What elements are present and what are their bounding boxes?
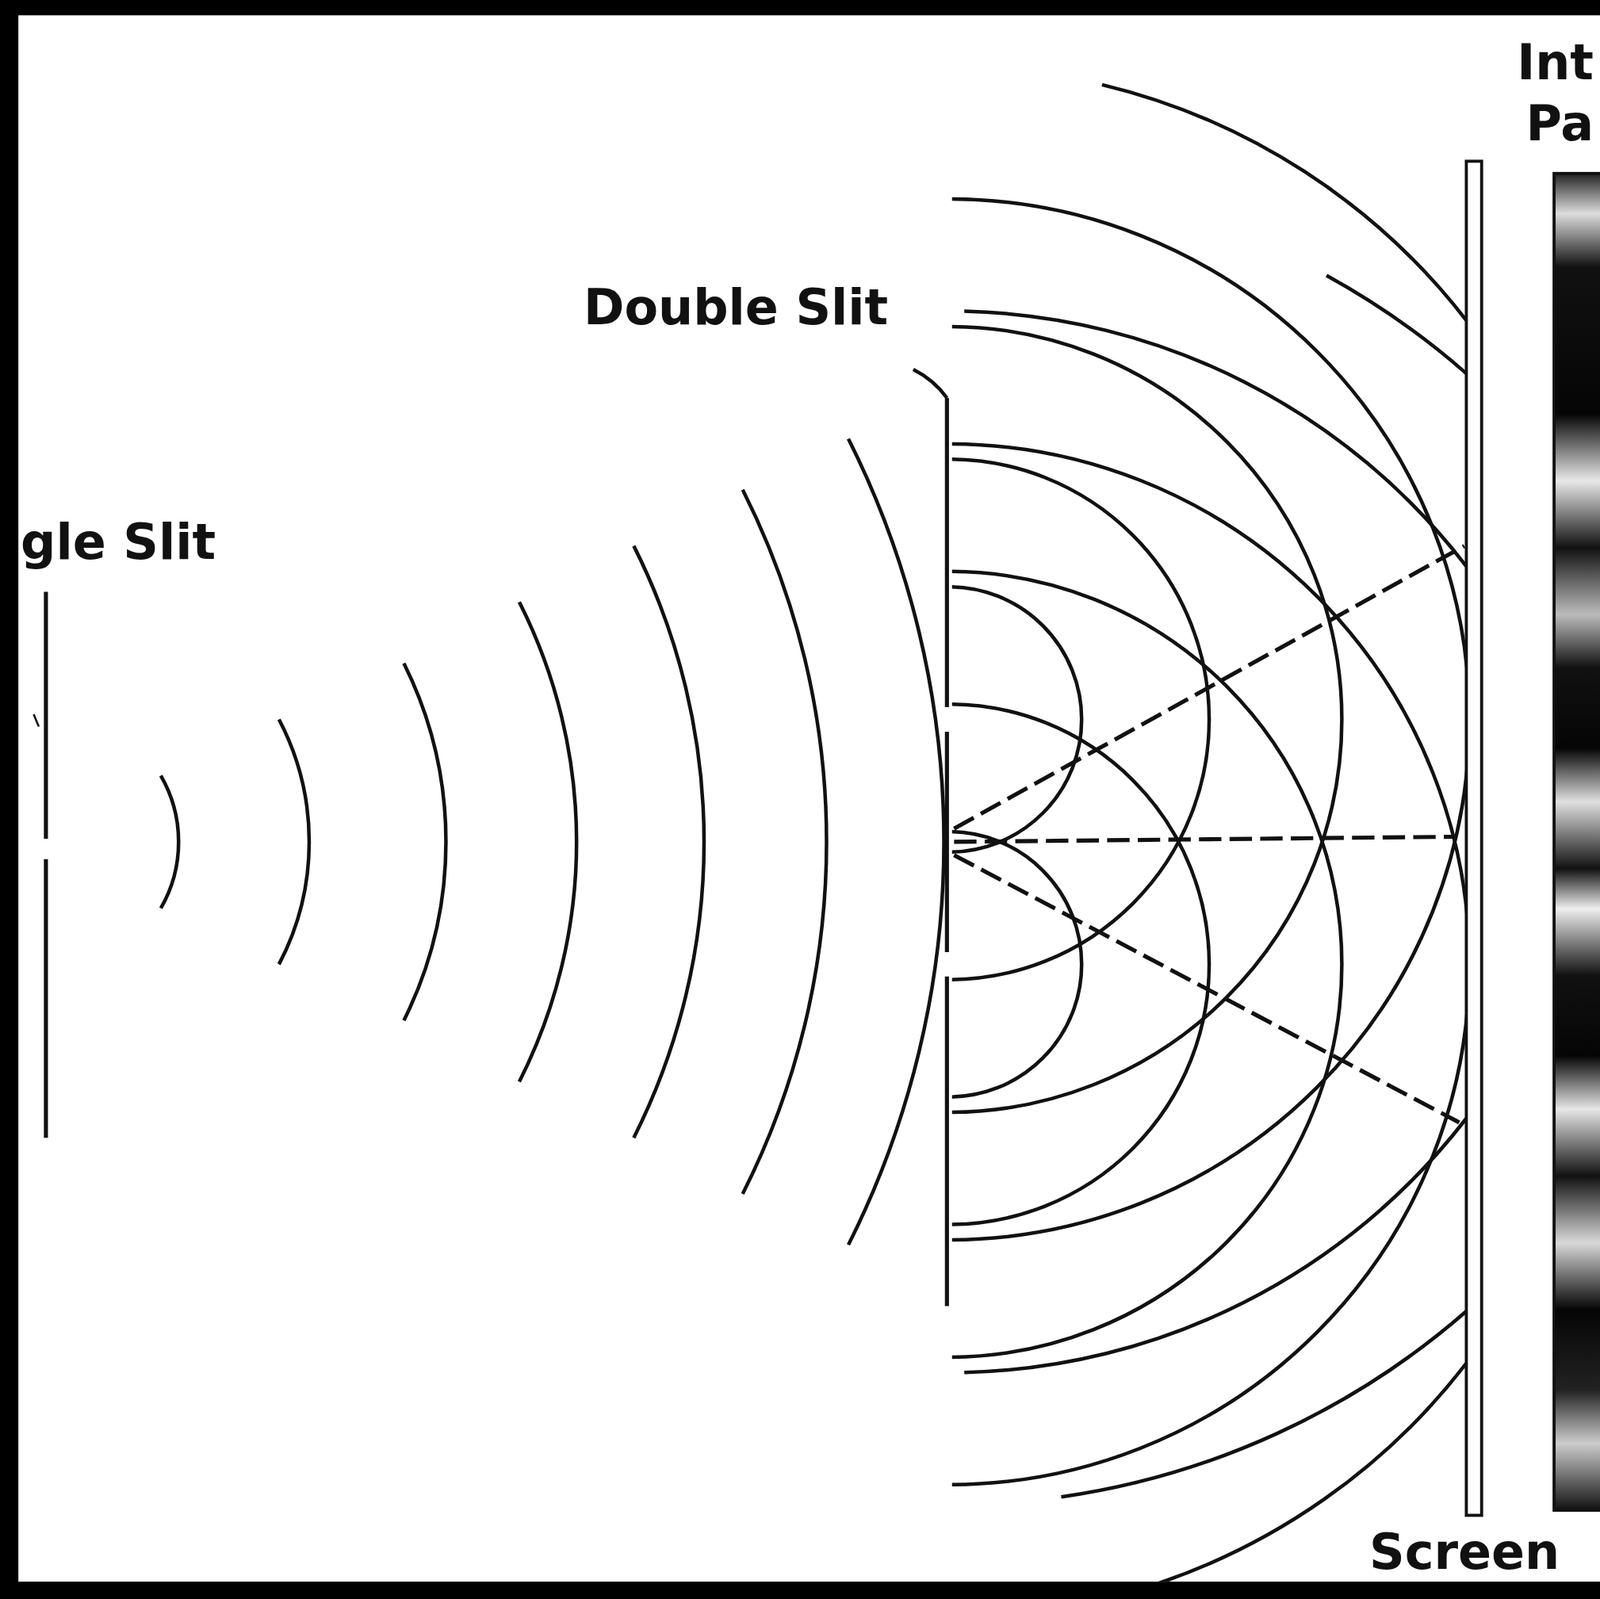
wavefront — [403, 663, 446, 1022]
wavefront — [952, 571, 1343, 1358]
dashed-line — [953, 546, 1464, 830]
dashed-line — [953, 836, 1455, 842]
screen — [1466, 160, 1482, 1516]
wavefront — [742, 489, 827, 1195]
double-slit-barrier — [945, 398, 950, 1307]
label-text: gle Slit — [20, 517, 216, 567]
wavefront — [952, 326, 1343, 1113]
wavefront — [913, 369, 947, 399]
slit-barrier — [43, 592, 48, 839]
label-text: Int — [1516, 38, 1594, 88]
label-text: Pa — [1525, 99, 1594, 149]
label-text: Screen — [1369, 1527, 1560, 1578]
wavefront — [952, 459, 1210, 980]
single-slit — [33, 592, 46, 1139]
ground — [18, 15, 1600, 1582]
label-text: Double Slit — [583, 283, 889, 333]
wavefront — [848, 438, 945, 1245]
wavefront — [279, 719, 310, 965]
wavefront — [1102, 84, 1467, 321]
wavefront — [952, 444, 1467, 1486]
slit-barrier — [945, 976, 950, 1307]
wavefront — [633, 546, 705, 1139]
slit-barrier — [945, 731, 950, 953]
wavefront — [160, 775, 179, 908]
dashed-line — [953, 855, 1459, 1123]
single-slit-wavefronts — [160, 369, 947, 1245]
wavefront — [952, 199, 1467, 1241]
slit-barrier — [43, 859, 48, 1138]
wavefront — [519, 601, 577, 1082]
path-lines — [953, 546, 1464, 1123]
wavefront — [1326, 275, 1467, 375]
wavefront — [952, 831, 1082, 1098]
wavefront — [952, 586, 1082, 853]
wavefront — [1060, 1311, 1467, 1497]
slit-mark — [33, 714, 39, 727]
wavefront — [964, 311, 1467, 567]
wavefront — [964, 1118, 1467, 1374]
wavefront — [952, 704, 1210, 1225]
slit-barrier — [945, 398, 950, 708]
interference-pattern — [1554, 173, 1600, 1511]
double-slit-wavefronts — [952, 84, 1467, 1582]
